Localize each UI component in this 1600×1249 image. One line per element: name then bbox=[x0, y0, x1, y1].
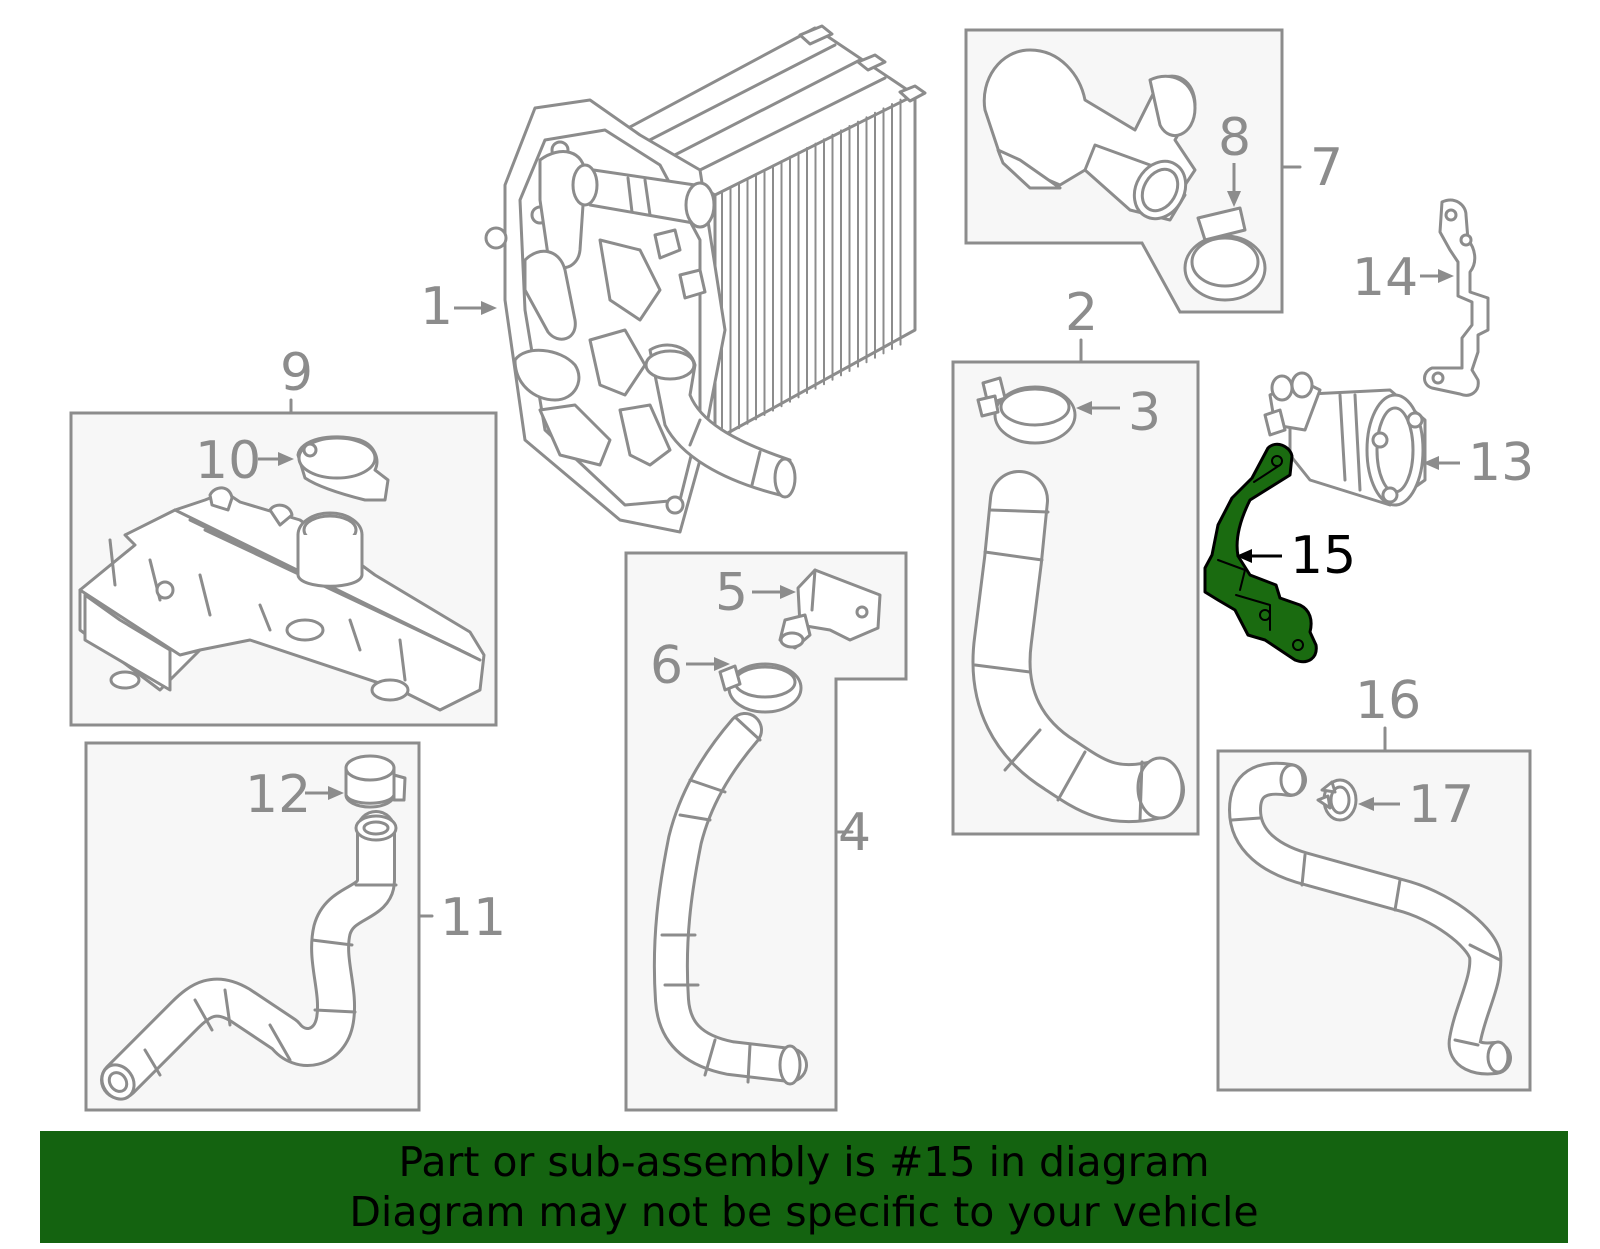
part-15-bracket-highlighted bbox=[1203, 442, 1318, 664]
part-1-intercooler bbox=[484, 24, 927, 534]
callout-17-label: 17 bbox=[1408, 775, 1474, 835]
callout-6-label: 6 bbox=[650, 636, 683, 696]
callout-13-arrow bbox=[1423, 456, 1460, 470]
callout-1-arrow bbox=[454, 301, 497, 315]
callout-8-label: 8 bbox=[1218, 108, 1251, 168]
callout-10-label: 10 bbox=[195, 431, 261, 491]
callout-14-label: 14 bbox=[1352, 248, 1418, 308]
part-17-clamp bbox=[1316, 778, 1358, 822]
part-16-hose bbox=[1228, 761, 1512, 1076]
part-9-reservoir bbox=[78, 486, 486, 712]
callout-7-label: 7 bbox=[1310, 138, 1343, 198]
callout-15-arrow bbox=[1236, 549, 1282, 563]
callout-8-arrow bbox=[1227, 163, 1241, 207]
callout-17-arrow bbox=[1358, 797, 1400, 811]
part-7-hose-connector bbox=[982, 48, 1197, 222]
callout-13-label: 13 bbox=[1468, 433, 1534, 493]
callout-6-arrow bbox=[686, 657, 730, 671]
part-3-clamp bbox=[976, 376, 1077, 445]
callout-12-arrow bbox=[305, 786, 344, 800]
footer-banner: Part or sub-assembly is #15 in diagram D… bbox=[40, 1131, 1568, 1243]
callout-12-label: 12 bbox=[245, 765, 311, 825]
callout-15-label: 15 bbox=[1290, 526, 1356, 586]
callout-16-label: 16 bbox=[1355, 671, 1421, 731]
group-box-4 bbox=[624, 551, 908, 1112]
footer-line-2: Diagram may not be specific to your vehi… bbox=[349, 1188, 1259, 1236]
footer-line-1: Part or sub-assembly is #15 in diagram bbox=[398, 1138, 1210, 1186]
part-2-hose bbox=[971, 470, 1185, 824]
callout-1-label: 1 bbox=[420, 277, 453, 337]
callout-2-label: 2 bbox=[1065, 283, 1098, 343]
callout-3-label: 3 bbox=[1128, 383, 1161, 443]
part-4-hose bbox=[652, 712, 808, 1086]
part-13-pump bbox=[1263, 371, 1427, 507]
part-11-hose bbox=[100, 810, 398, 1101]
callout-14-arrow bbox=[1420, 269, 1454, 283]
part-6-clamp bbox=[718, 662, 803, 714]
callout-10-arrow bbox=[258, 452, 294, 466]
part-14-bracket bbox=[1423, 198, 1490, 397]
part-8-clamp bbox=[1183, 206, 1267, 302]
callout-5-label: 5 bbox=[715, 563, 748, 623]
part-5-sensor bbox=[778, 568, 882, 650]
callout-11-label: 11 bbox=[440, 888, 506, 948]
callout-3-arrow bbox=[1076, 401, 1120, 415]
part-10-cap bbox=[296, 435, 390, 502]
part-12-clamp bbox=[344, 754, 407, 809]
callout-9-label: 9 bbox=[280, 343, 313, 403]
callout-5-arrow bbox=[752, 585, 796, 599]
